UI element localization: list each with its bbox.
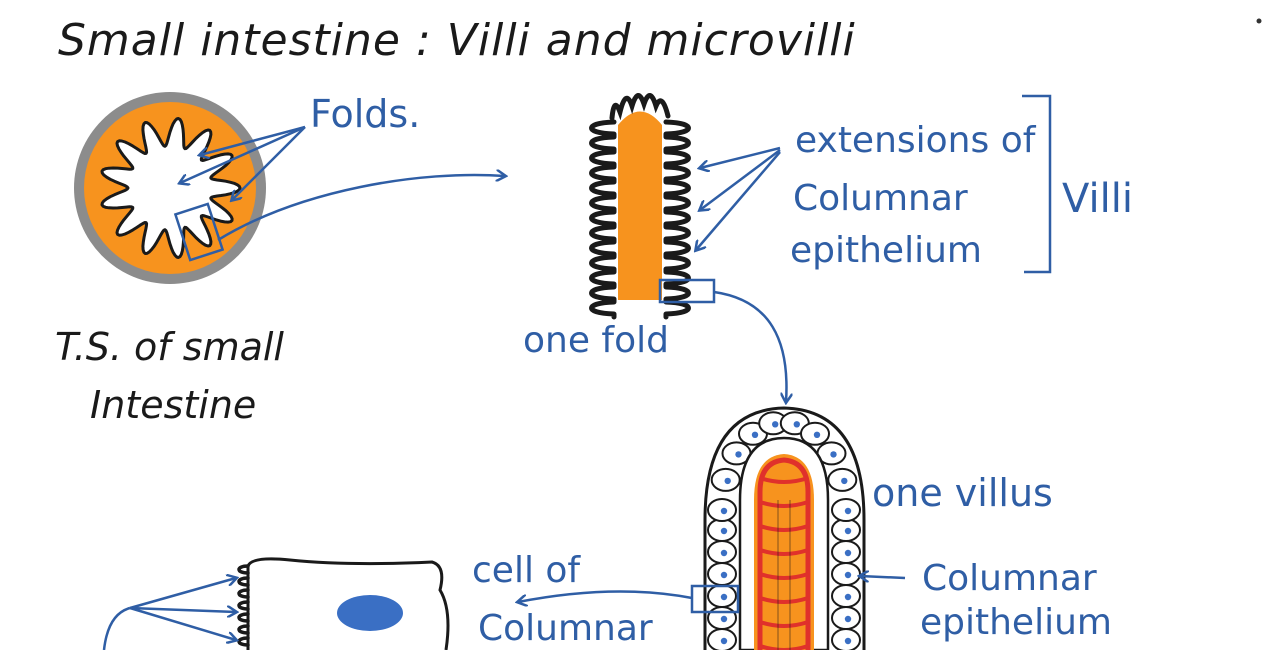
fold-core [618,111,662,300]
capillary-segment [759,476,809,484]
zoom-arrow-villus [713,290,786,402]
capillary-network [759,476,809,650]
cell-nucleus-dot [751,431,759,438]
columnar-label-line2: epithelium [920,602,1112,643]
folds-pointer-1 [200,125,306,155]
corner-dot [1256,18,1262,24]
columnar-label-line1: Columnar [922,558,1097,599]
folds-label: Folds. [310,92,420,136]
cell-nucleus-dot [720,549,728,557]
villi-left-edge [589,119,617,320]
cell-nucleus-dot [844,593,852,601]
cell-nucleus-dot [720,615,728,623]
ts-label-line1: T.S. of small [55,325,284,369]
cell-nucleus [337,595,403,631]
capillary-segment [759,620,809,628]
columnar-cell [237,557,450,650]
extensions-pointer-1 [700,146,781,168]
cell-nucleus-dot [813,431,821,438]
cell-nucleus-dot [720,637,728,645]
villus-highlight-box [658,278,716,304]
one-villus-label: one villus [872,471,1053,515]
cell-nucleus-dot [720,593,728,601]
central-lacteal [777,500,791,650]
cell-nucleus-dot [793,421,800,428]
microvilli-pointer-stem [102,606,131,650]
cell-nucleus-dot [844,571,852,579]
extensions-label-line1: extensions of [795,120,1037,161]
fold-highlight-box [173,202,225,262]
microvilli-pointer-2 [129,608,236,612]
cell-nucleus-dot [735,451,742,458]
capillary-segment [759,572,809,580]
extensions-label-line3: epithelium [790,230,982,271]
cell-nucleus-dot [844,507,852,515]
cell-label-line2: Columnar [478,608,653,649]
cell-nucleus-dot [724,477,731,485]
capillary-segment [759,500,809,508]
cell-nucleus-dot [841,477,848,485]
extensions-pointer-2 [700,149,781,210]
zoom-arrow-fold [217,175,505,242]
villi-right-edge [663,119,691,320]
cell-nucleus-dot [844,549,852,557]
single-fold [589,93,716,320]
villi-label: Villi [1062,176,1133,222]
mucosal-folds [100,117,242,259]
one-fold-label: one fold [523,320,669,361]
cell-nucleus-dot [720,527,728,535]
folds-pointer-3 [232,126,306,200]
intestine-cross-section [74,92,266,284]
microvilli-pointer-1 [129,578,236,610]
cell-nucleus-dot [720,571,728,579]
capillary-segment [759,644,809,650]
diagram-title: Small intestine : Villi and microvilli [58,15,856,66]
folds-pointer-2 [180,125,306,183]
cell-nucleus-dot [720,507,728,515]
cell-nucleus-dot [844,615,852,623]
extensions-pointer-3 [696,151,781,250]
cell-nucleus-dot [844,527,852,535]
extensions-label-line2: Columnar [793,178,968,219]
villi-bracket [1022,94,1052,274]
cell-zoom-arrow [518,590,693,602]
cell-nucleus-dot [772,421,779,428]
capillary-segment [759,524,809,532]
ts-label-line2: Intestine [90,383,256,427]
columnar-pointer [860,576,906,578]
capillary-segment [759,548,809,556]
villi-top-edge [609,93,671,121]
cell-nucleus-dot [844,637,852,645]
single-villus [690,406,866,650]
cell-label-line1: cell of [472,550,581,591]
cell-nucleus-dot [830,451,837,458]
capillary-segment [759,596,809,604]
cell-highlight-box [690,584,740,614]
microvilli-pointer-3 [129,606,236,640]
capillary-outline [757,457,811,650]
